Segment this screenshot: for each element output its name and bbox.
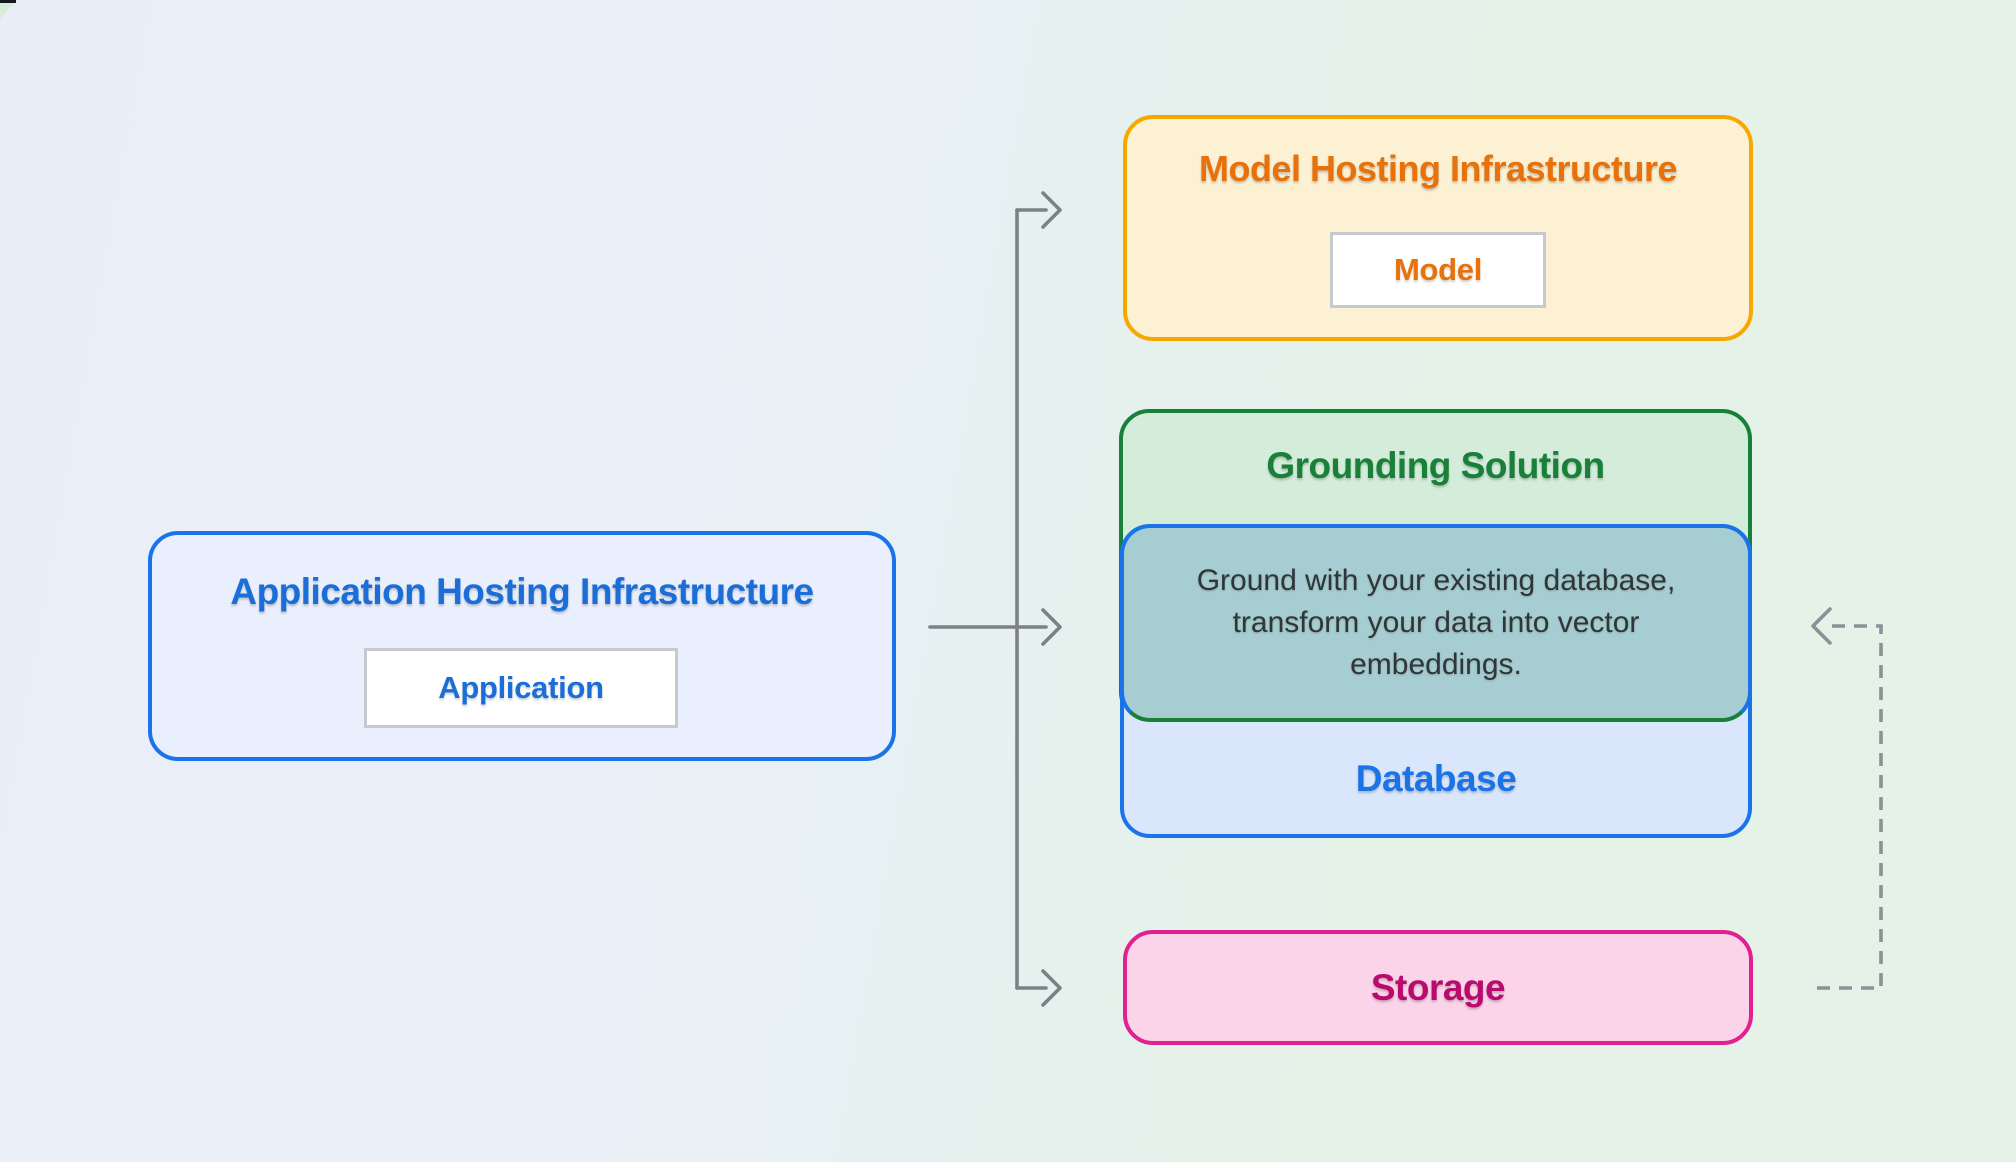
arrowhead-right-icon <box>1041 969 1062 1007</box>
application-inner-box: Application <box>364 648 678 728</box>
screenshot-corner-artifact-dark <box>0 0 16 3</box>
dashed-feedback-line <box>1815 624 1883 990</box>
arrowhead-left-icon <box>1811 607 1832 645</box>
grounding-database-overlap-box: Ground with your existing database, tran… <box>1120 524 1752 722</box>
model-label: Model <box>1393 252 1483 287</box>
grounding-description: Ground with your existing database, tran… <box>1196 564 1676 681</box>
grounding-solution-title: Grounding Solution <box>1266 445 1605 486</box>
database-title: Database <box>1355 758 1517 799</box>
model-inner-box: Model <box>1330 232 1546 308</box>
application-label: Application <box>438 670 604 705</box>
storage-box: Storage <box>1123 930 1753 1045</box>
model-hosting-title: Model Hosting Infrastructure <box>1198 148 1678 189</box>
storage-title: Storage <box>1370 966 1506 1008</box>
arrowhead-right-icon <box>1041 608 1062 646</box>
screenshot-corner-artifact <box>0 2 15 19</box>
application-hosting-title: Application Hosting Infrastructure <box>230 571 814 612</box>
model-hosting-box <box>1123 115 1753 341</box>
arrowhead-right-icon <box>1041 191 1062 229</box>
